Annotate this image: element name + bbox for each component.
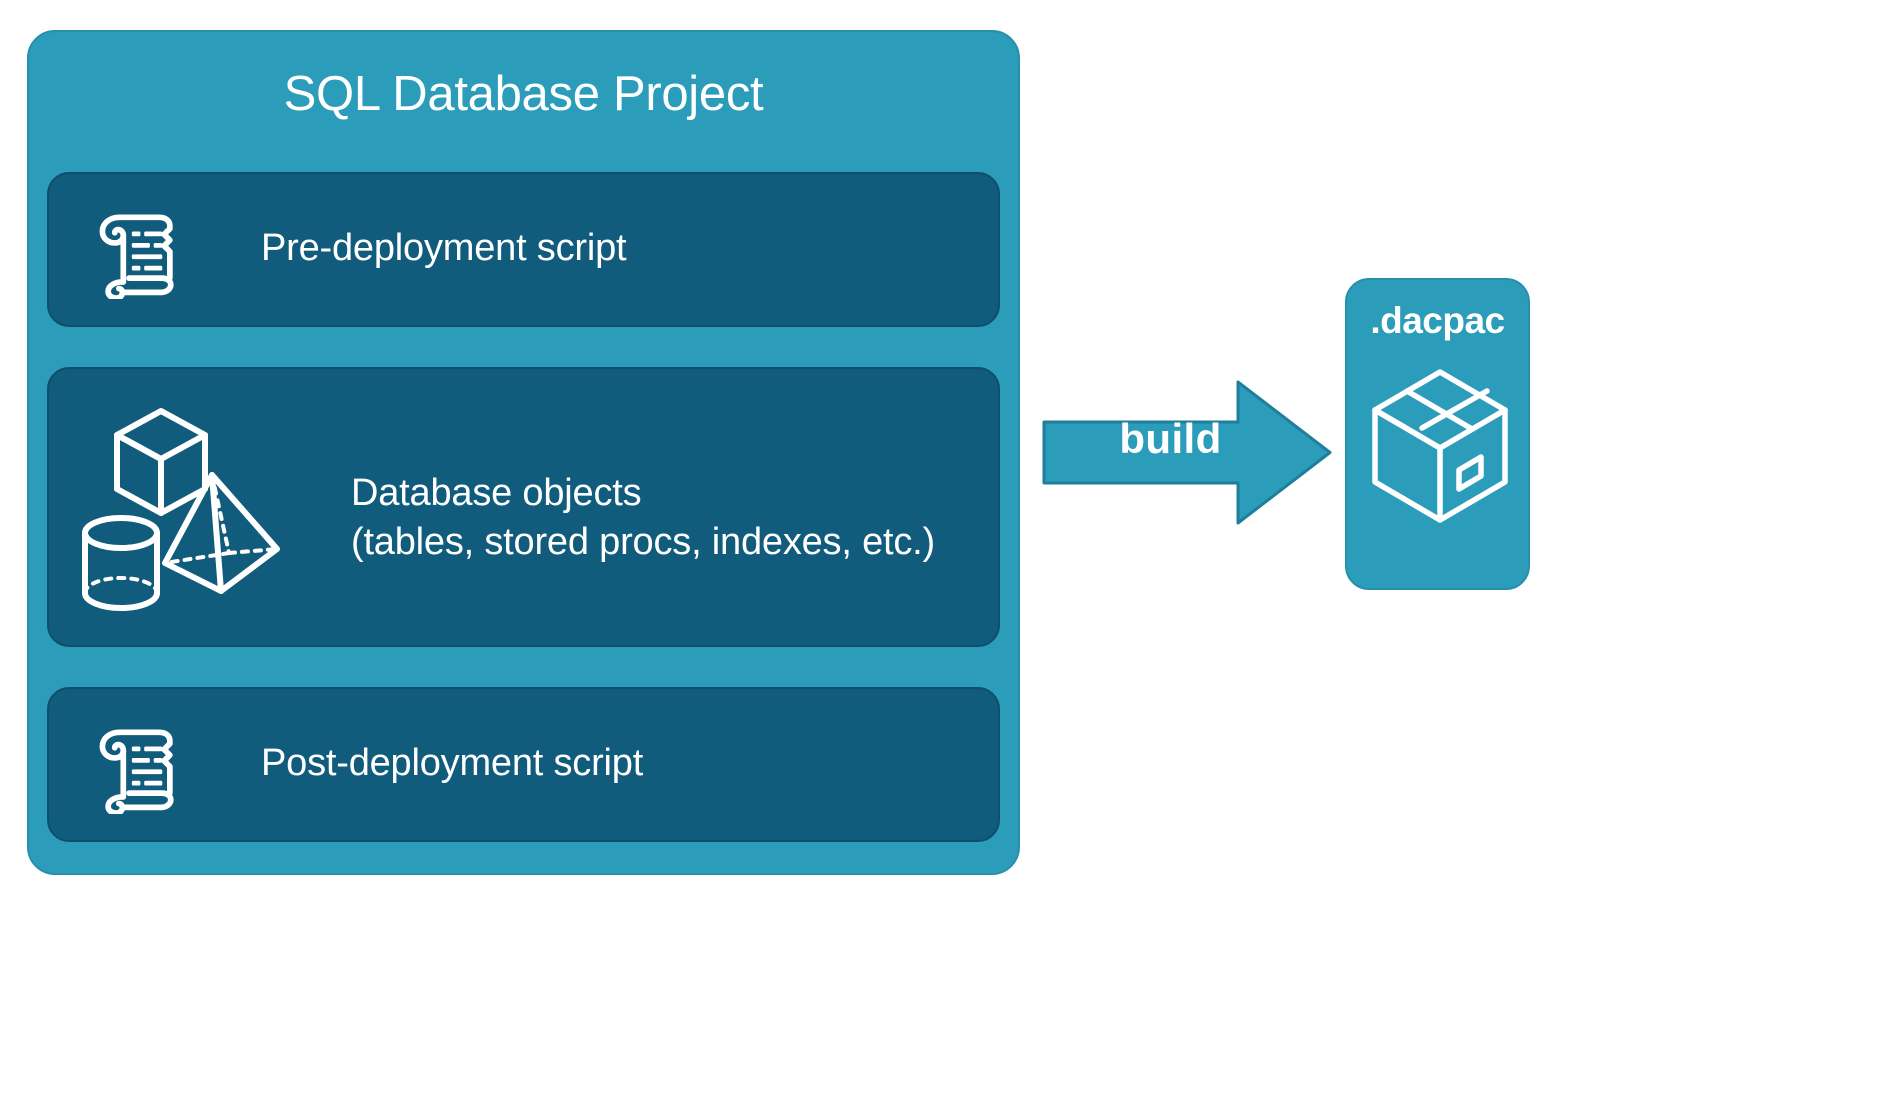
- scroll-icon: [91, 204, 186, 301]
- panel-pre-deployment: Pre-deployment script: [47, 172, 1000, 327]
- panel-database-objects: Database objects (tables, stored procs, …: [47, 367, 1000, 647]
- page-title: SQL Database Project: [283, 67, 764, 121]
- scroll-icon: [91, 719, 186, 816]
- package-box-icon: [1369, 366, 1511, 526]
- panel-post-deployment: Post-deployment script: [47, 687, 1000, 842]
- dacpac-output-card: .dacpac: [1345, 278, 1530, 590]
- panel-label-pre-deployment: Pre-deployment script: [261, 227, 627, 269]
- shapes-icon: [69, 397, 299, 627]
- dacpac-label: .dacpac: [1370, 300, 1505, 341]
- panel-label-database-objects: Database objects (tables, stored procs, …: [351, 472, 935, 563]
- build-label: build: [1119, 415, 1222, 462]
- panel-label-post-deployment: Post-deployment script: [261, 742, 644, 784]
- sql-database-project-card: SQL Database Project: [27, 30, 1020, 875]
- build-arrow-icon: [1042, 380, 1332, 525]
